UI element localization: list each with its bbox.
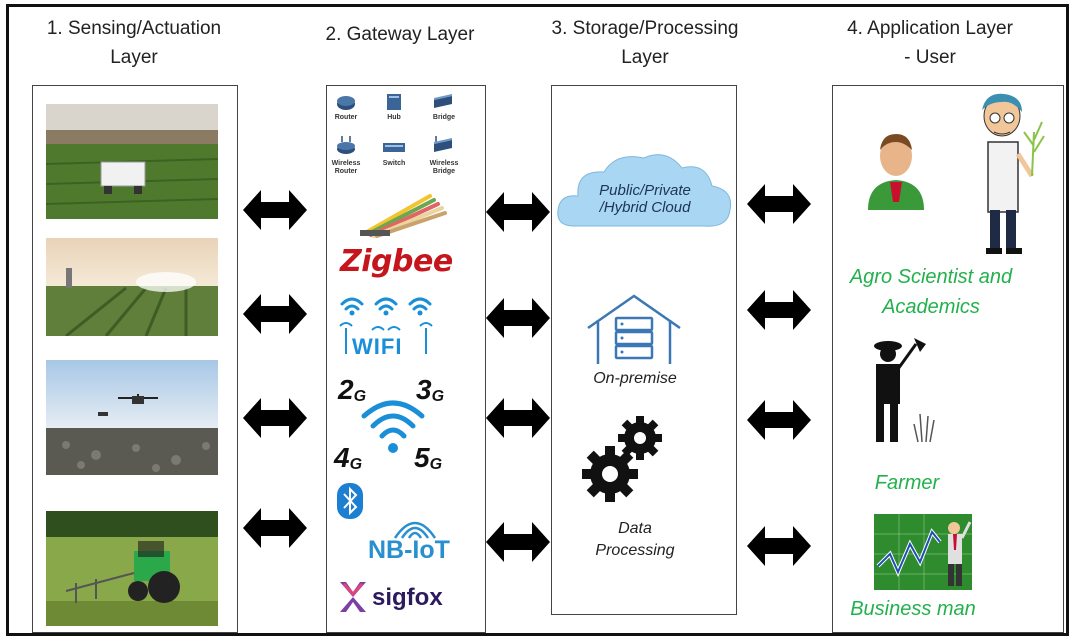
wireless-router-label: Wireless Router [331, 160, 361, 175]
hub-icon [387, 94, 401, 110]
zigbee-logo: Zigbee [340, 244, 453, 279]
field-robot-photo [46, 104, 218, 219]
double-arrow-icon [486, 192, 550, 232]
double-arrow-icon [243, 190, 307, 230]
irrigation-field-photo [46, 238, 218, 336]
cloud-icon [557, 154, 732, 227]
storage-header-line2: Layer [621, 47, 669, 68]
switch-label: Switch [382, 160, 406, 167]
data-processing-line1: Data [618, 520, 652, 537]
sensing-layer-header: 1. Sensing/Actuation Layer [14, 14, 254, 72]
double-arrow-icon [747, 526, 811, 566]
farmer-label: Farmer [874, 472, 940, 494]
wireless-bridge-icon [434, 136, 452, 152]
drone-field-photo [46, 360, 218, 475]
sensing-header-line1: 1. Sensing/Actuation [46, 18, 222, 39]
double-arrow-icon [747, 290, 811, 330]
hub-label: Hub [387, 114, 401, 121]
5g-suffix: G [429, 456, 443, 473]
double-arrow-icon [486, 522, 550, 562]
application-header-line2: - User [904, 47, 956, 68]
application-layer-header: 4. Application Layer - User [805, 14, 1055, 72]
4g-number: 4 [334, 442, 350, 473]
3g-label: 3G [416, 374, 444, 406]
user-avatar-icon [868, 134, 924, 210]
double-arrow-icon [243, 508, 307, 548]
3g-number: 3 [416, 374, 432, 405]
data-processing-label: Data Processing [580, 518, 690, 562]
storage-layer-header: 3. Storage/Processing Layer [520, 14, 770, 72]
agro-label-line1: Agro Scientist and [849, 266, 1013, 288]
gears-icon [582, 416, 662, 502]
bridge-label: Bridge [432, 114, 456, 121]
wireless-router-icon [337, 136, 355, 154]
double-arrow-icon [243, 398, 307, 438]
farmer-icon [874, 338, 935, 443]
3g-suffix: G [431, 388, 445, 405]
data-processing-line2: Processing [595, 542, 675, 559]
cloud-label: Public/Private /Hybrid Cloud [570, 182, 720, 216]
ethernet-cables-icon [360, 194, 447, 238]
router-icon [337, 96, 355, 110]
gateway-layer-box [326, 85, 486, 633]
cloud-label-line1: Public/Private [599, 182, 691, 199]
double-arrow-icon [486, 398, 550, 438]
sigfox-logo-icon [340, 582, 366, 612]
double-arrow-icon [486, 298, 550, 338]
2g-suffix: G [353, 388, 367, 405]
sigfox-logo: sigfox [372, 584, 443, 611]
double-arrow-icon [243, 294, 307, 334]
businessman-label: Business man [850, 598, 976, 620]
bridge-icon [434, 94, 452, 108]
sensing-header-line2: Layer [110, 47, 158, 68]
tractor-field-photo [46, 511, 218, 626]
wireless-bridge-label: Wireless Bridge [429, 160, 459, 175]
bluetooth-icon [337, 483, 363, 519]
onpremise-label: On-premise [593, 370, 677, 387]
5g-label: 5G [414, 442, 442, 474]
double-arrow-icon [747, 400, 811, 440]
wifi-label: WIFI [352, 334, 403, 359]
2g-label: 2G [338, 374, 366, 406]
wifi-logo-icon [339, 297, 433, 354]
gateway-layer-header: 2. Gateway Layer [325, 24, 475, 45]
switch-icon [383, 143, 405, 152]
router-label: Router [334, 114, 358, 121]
agro-label-line2: Academics [882, 296, 980, 318]
5g-number: 5 [414, 442, 430, 473]
4g-suffix: G [349, 456, 363, 473]
wireless-signal-icon [361, 400, 425, 453]
double-arrow-icon [747, 184, 811, 224]
2g-number: 2 [338, 374, 354, 405]
application-header-line1: 4. Application Layer [847, 18, 1013, 39]
storage-header-line1: 3. Storage/Processing [551, 18, 739, 39]
businessman-icon [874, 514, 972, 590]
nbiot-logo: NB-IoT [368, 536, 450, 564]
agro-scientist-label: Agro Scientist and Academics [836, 262, 1026, 322]
server-house-icon [587, 294, 681, 364]
nbiot-signal-icon [393, 521, 437, 539]
cloud-label-line2: /Hybrid Cloud [599, 199, 691, 216]
scientist-icon [982, 93, 1045, 254]
4g-label: 4G [334, 442, 362, 474]
